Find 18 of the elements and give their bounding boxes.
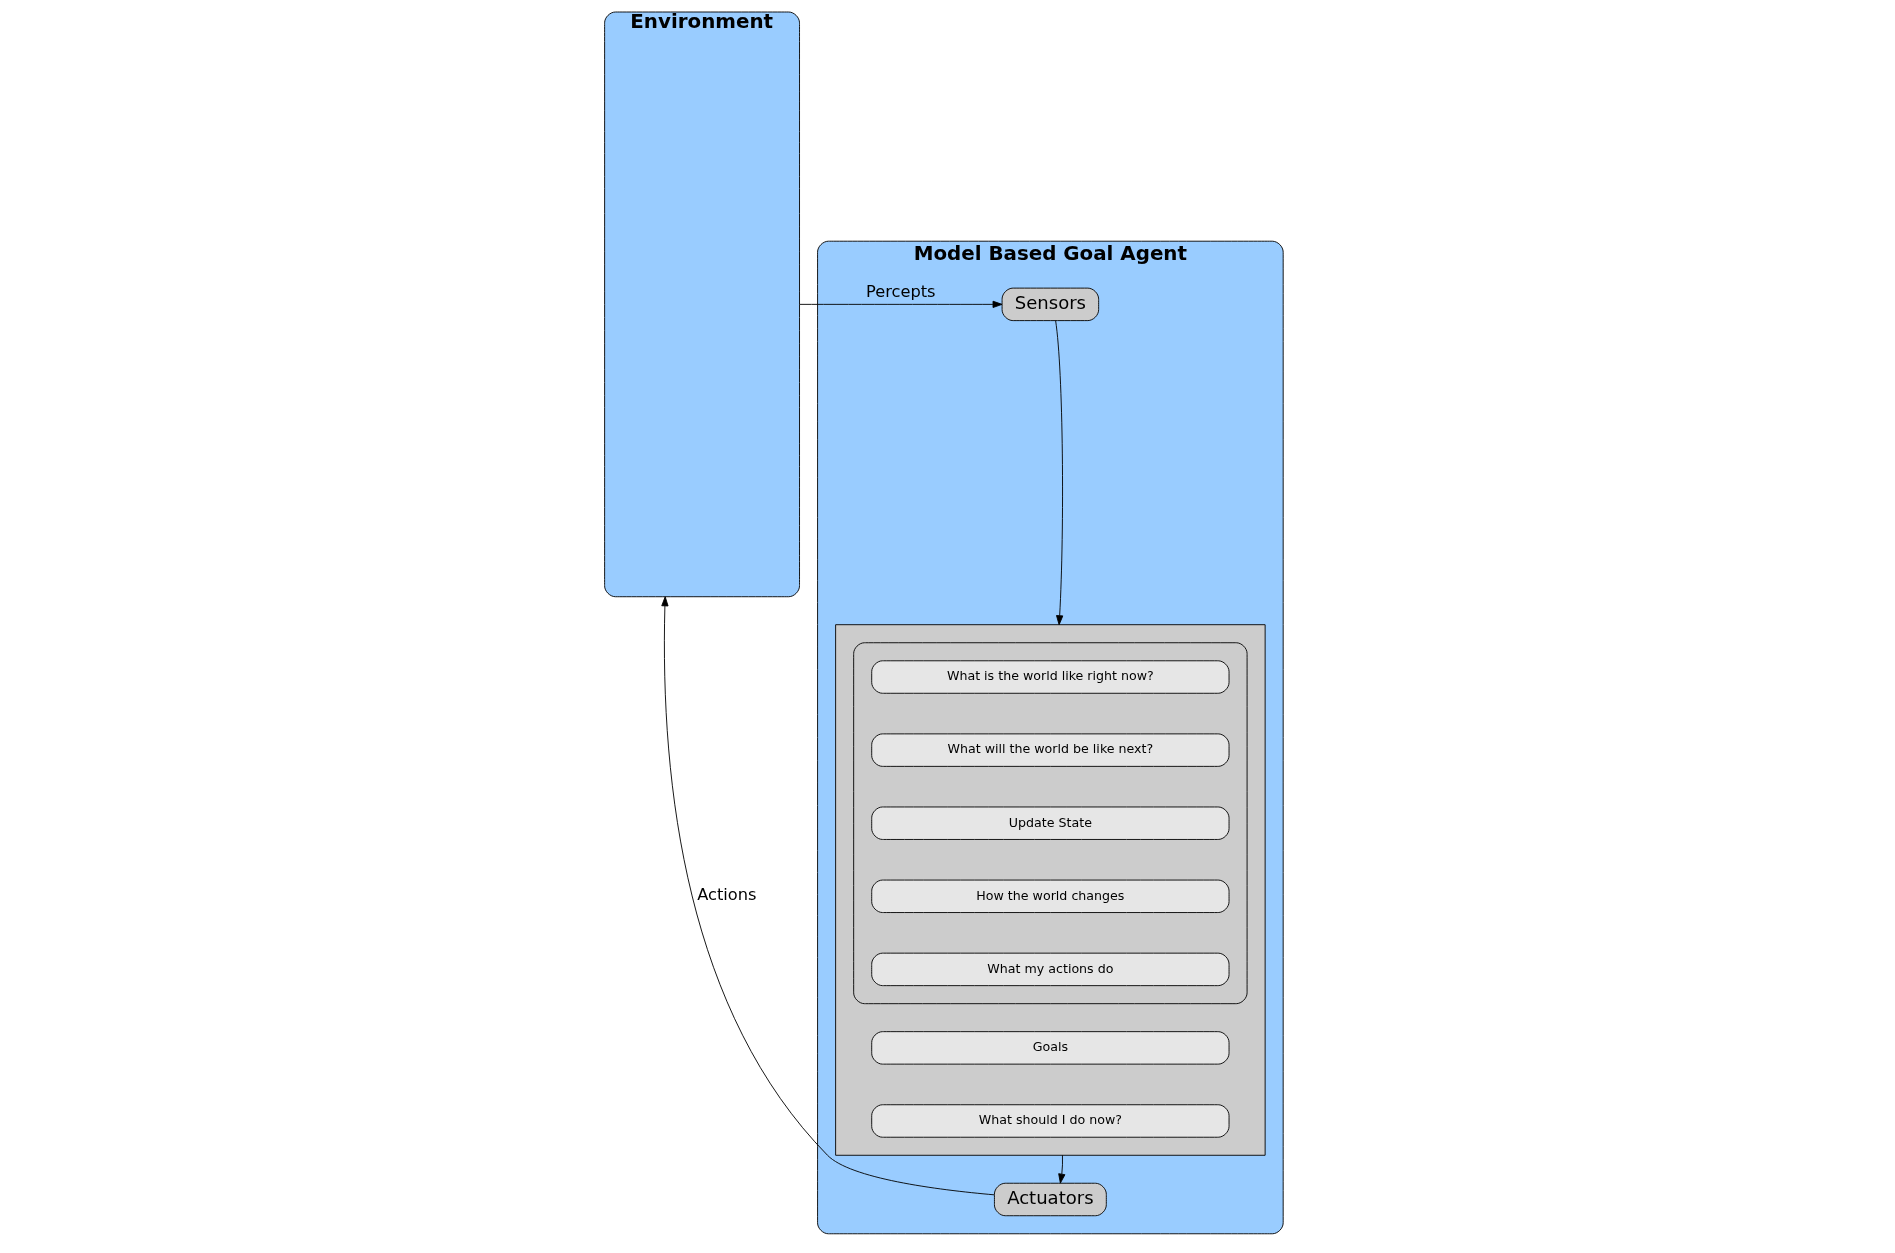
edge-label: Percepts	[866, 281, 936, 301]
node-box: Actuators	[993, 1182, 1107, 1217]
node-box: What my actions do	[871, 952, 1230, 987]
node-box: Goals	[871, 1031, 1230, 1065]
cluster	[835, 624, 1266, 1156]
arrow	[799, 300, 1003, 308]
arrow	[1058, 1154, 1066, 1184]
cluster	[853, 642, 1248, 1005]
node-box: What should I do now?	[871, 1104, 1230, 1138]
arrow	[661, 596, 995, 1196]
node-box: What will the world be like next?	[871, 733, 1230, 767]
node-box: What is the world like right now?	[871, 660, 1230, 694]
node-box: Update State	[871, 806, 1230, 840]
arrow	[1055, 320, 1064, 626]
node-box: Environment	[604, 11, 800, 598]
node-box: How the world changes	[871, 879, 1230, 913]
node-box: Sensors	[1001, 287, 1100, 322]
edge-label: Actions	[697, 885, 757, 905]
